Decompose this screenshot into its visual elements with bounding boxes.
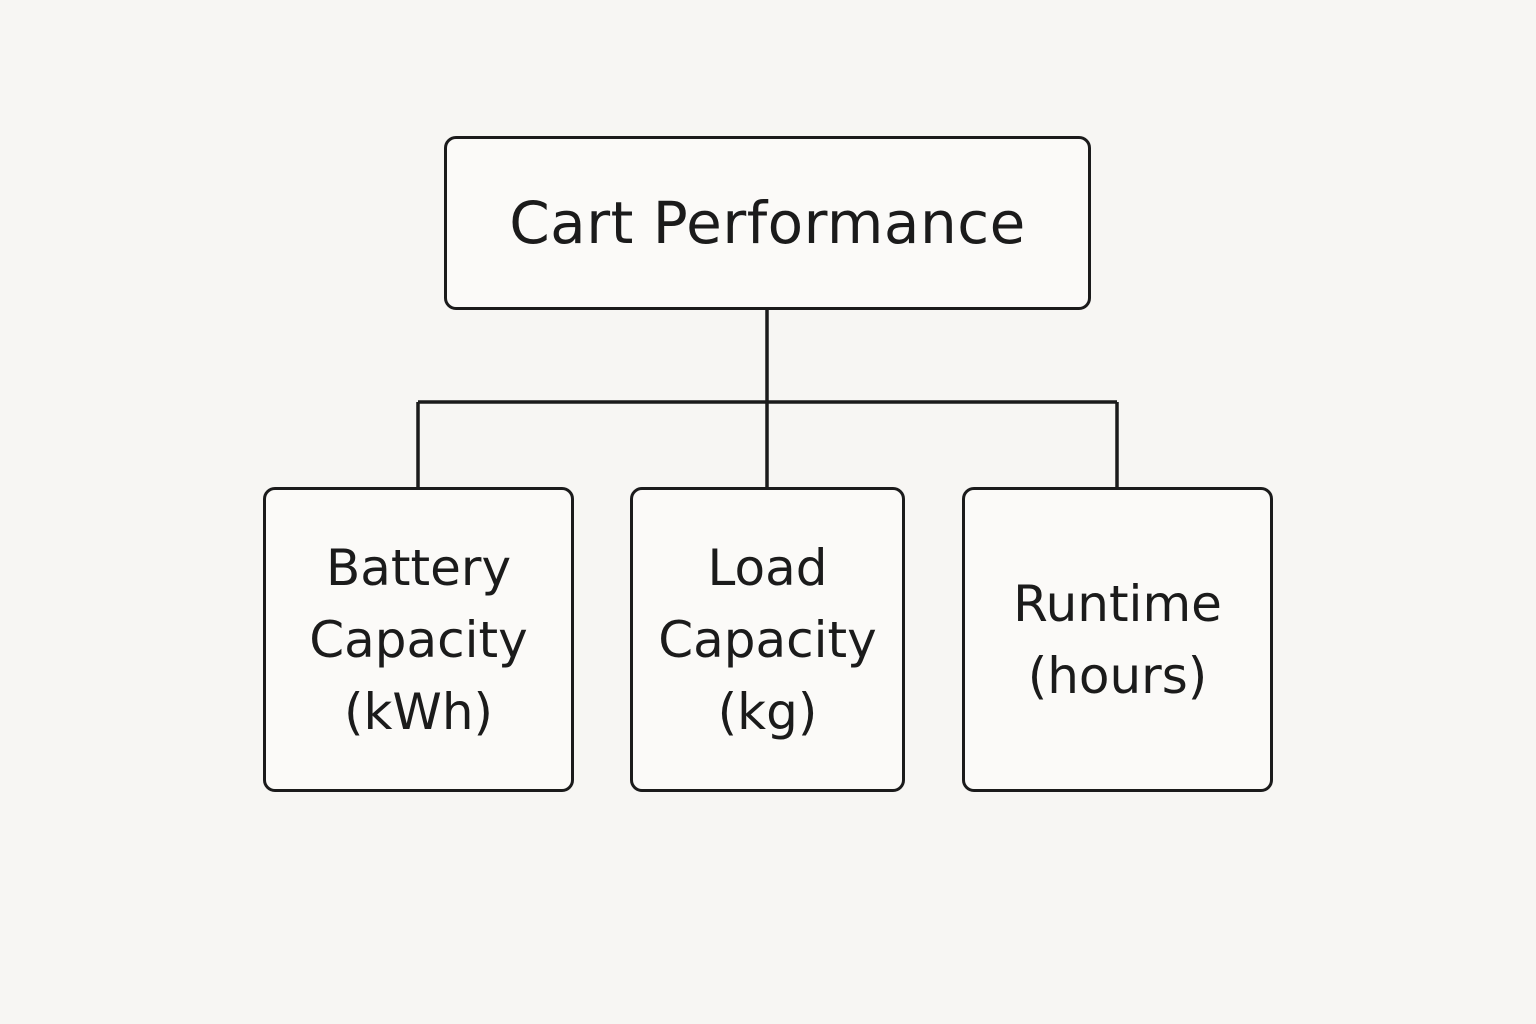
child-node-label-line: Capacity bbox=[309, 610, 528, 669]
child-node-battery-capacity: Battery Capacity (kWh) bbox=[263, 487, 574, 792]
root-node-cart-performance: Cart Performance bbox=[444, 136, 1091, 310]
child-node-label-line: (kWh) bbox=[343, 682, 494, 741]
child-node-label-line: Load bbox=[707, 538, 828, 597]
child-node-label-line: (kg) bbox=[717, 682, 818, 741]
child-node-label-line: Capacity bbox=[658, 610, 877, 669]
child-node-runtime: Runtime (hours) bbox=[962, 487, 1273, 792]
child-node-label-line: (hours) bbox=[1027, 646, 1208, 705]
child-node-label-line: Runtime bbox=[1013, 574, 1222, 633]
child-node-label-line: Battery bbox=[325, 538, 512, 597]
root-node-label: Cart Performance bbox=[509, 189, 1026, 257]
child-node-load-capacity: Load Capacity (kg) bbox=[630, 487, 905, 792]
